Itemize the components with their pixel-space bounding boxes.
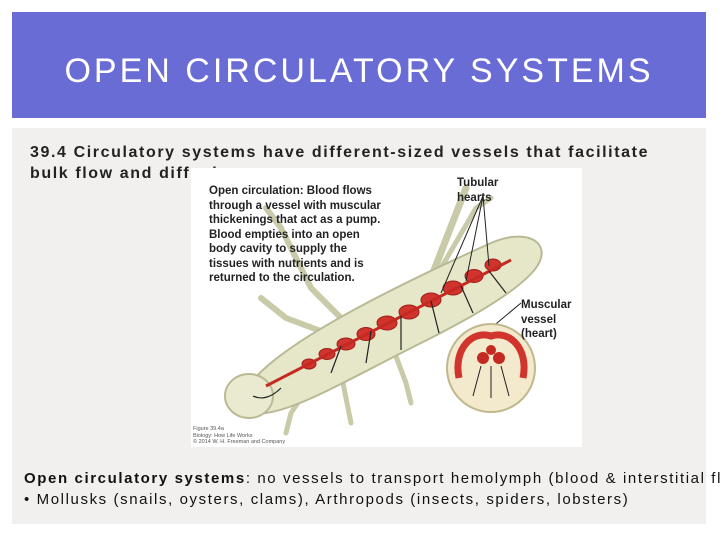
body-line-1: Open circulatory systems: no vessels to … xyxy=(24,468,720,489)
open-systems-term: Open circulatory systems xyxy=(24,470,246,487)
insect-circulation-figure: Open circulation: Blood flows through a … xyxy=(191,168,582,447)
credit-line-1: Figure 39.4a xyxy=(193,426,224,432)
insect-illustration xyxy=(224,184,543,436)
credit-line-2: Biology: How Life Works xyxy=(193,432,253,439)
body-line-2: • Mollusks (snails, oysters, clams), Art… xyxy=(24,491,630,508)
muscular-vessel-label: Muscular vessel (heart) xyxy=(521,299,572,340)
open-systems-definition: : no vessels to transport hemolymph (blo… xyxy=(245,470,720,487)
slide-title: OPEN CIRCULATORY SYSTEMS xyxy=(64,52,654,90)
credit-line-3: © 2014 W. H. Freeman and Company xyxy=(193,439,286,445)
open-circulation-note: Open circulation: Blood flows through a … xyxy=(209,185,381,284)
figure-credit: Figure 39.4a Biology: How Life Works © 2… xyxy=(193,426,285,446)
tubular-hearts-label: Tubular hearts xyxy=(457,177,499,204)
title-band: OPEN CIRCULATORY SYSTEMS xyxy=(12,12,706,118)
body-text: Open circulatory systems: no vessels to … xyxy=(24,468,720,510)
